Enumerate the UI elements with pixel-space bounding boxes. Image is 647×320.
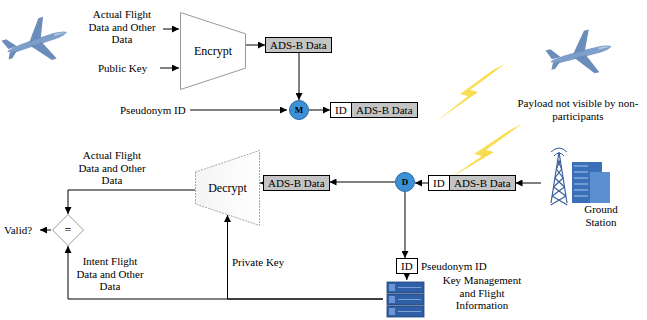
node-label: D (402, 177, 409, 187)
merge-circle: M (289, 100, 309, 120)
text-label: Pseudonym ID (421, 260, 487, 273)
connector-arrow (415, 183, 428, 184)
node-label: Key Management and Flight Information (435, 274, 529, 312)
text-label: Intent Flight Data and Other Data (74, 255, 146, 293)
leader-arrow (160, 68, 179, 69)
connector-arrow (246, 45, 265, 46)
server-outline (383, 280, 428, 318)
node-label: = (65, 223, 72, 238)
data-box: ADS-B Data (351, 102, 418, 118)
connector-arrow (68, 190, 195, 214)
node-label: ID (335, 103, 347, 117)
text-label: Pseudonym ID (120, 104, 186, 117)
node-label: ID (401, 259, 413, 273)
connector-arrow (309, 110, 330, 111)
data-box: ADS-B Data (449, 175, 516, 191)
connector-arrow (405, 192, 406, 258)
data-box: ADS-B Data (263, 175, 330, 191)
server-icon: Key Management and Flight Information (383, 280, 428, 318)
connector-arrow (299, 53, 300, 100)
station-outline (545, 148, 615, 203)
airplane-icon (543, 25, 617, 83)
node-label: ADS-B Data (454, 176, 511, 190)
text-label: Payload not visible by non-participants (516, 97, 640, 122)
node-label: ID (433, 176, 445, 190)
text-label: Actual Flight Data and Other Data (82, 8, 162, 46)
lightning-bolt (450, 124, 522, 178)
text-label: Private Key (232, 256, 284, 269)
id-box: ID (330, 102, 352, 118)
text-label: Valid? (4, 224, 32, 237)
decrypt-block: Decrypt (195, 150, 260, 226)
node-label: ADS-B Data (268, 176, 325, 190)
connector-arrow (406, 274, 407, 280)
connector-arrow (330, 182, 396, 183)
leader-arrow (163, 29, 179, 30)
connector-arrow (68, 246, 383, 299)
leader-arrow (40, 230, 51, 231)
ground-station: Ground Station (545, 148, 615, 203)
connector-arrow (228, 215, 384, 299)
node-label: Decrypt (208, 181, 247, 196)
text-label: Public Key (98, 62, 147, 75)
node-label: Encrypt (194, 44, 232, 59)
data-box: ADS-B Data (265, 37, 332, 53)
id-box: ID (428, 175, 450, 191)
node-label: ADS-B Data (270, 38, 327, 52)
lightning-bolt (438, 64, 505, 120)
airplane-icon (0, 11, 74, 73)
node-label: M (295, 105, 304, 115)
node-label: ADS-B Data (356, 103, 413, 117)
id-box: ID (396, 258, 418, 274)
leader-arrow (190, 110, 287, 111)
text-label: Actual Flight Data and Other Data (72, 149, 152, 187)
compare-diamond: = (52, 214, 84, 246)
demux-circle: D (395, 172, 415, 192)
node-label: Ground Station (575, 203, 627, 228)
encrypt-block: Encrypt (180, 12, 246, 90)
connector-arrow (516, 183, 542, 184)
